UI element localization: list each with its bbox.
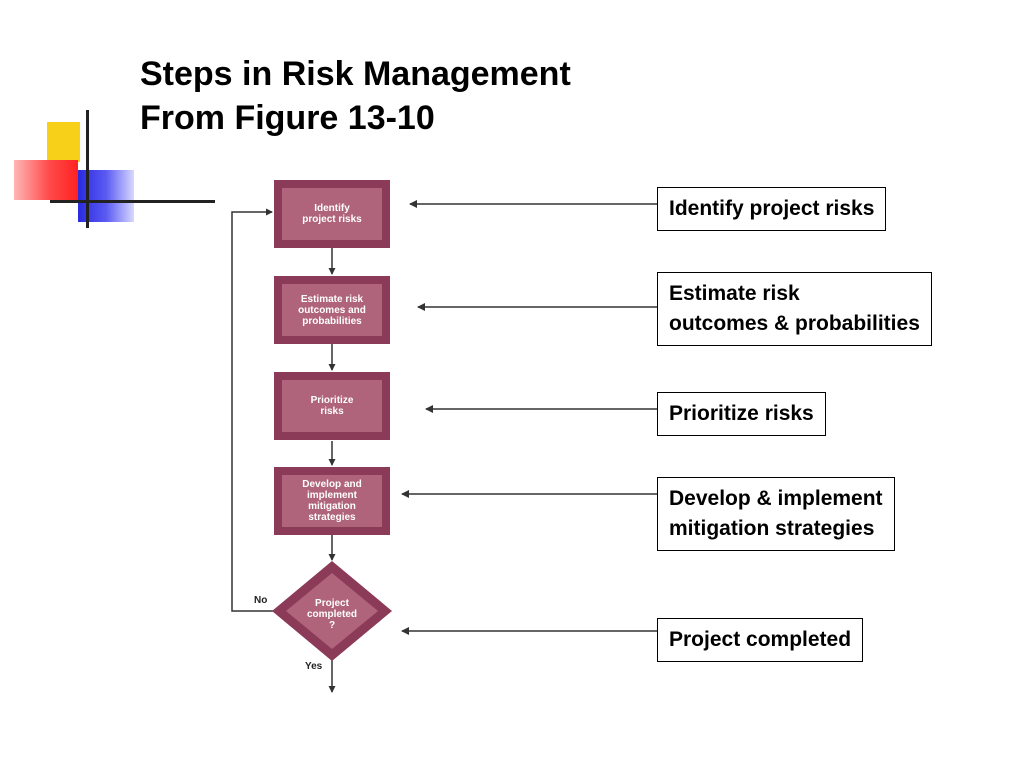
decision-label: Project completed ? (306, 598, 357, 631)
decision-diamond-inner (286, 573, 378, 649)
logo-vertical-line (86, 110, 89, 228)
flow-step-identify: Identify project risks (274, 180, 390, 248)
logo-horizontal-line (50, 200, 215, 203)
flow-step-estimate: Estimate risk outcomes and probabilities (274, 276, 390, 344)
logo-yellow-square (47, 122, 80, 162)
slide-title: Steps in Risk Management From Figure 13-… (140, 52, 571, 140)
decision-no-label: No (254, 595, 268, 606)
flow-loop-no (231, 208, 276, 612)
flow-step-develop: Develop and implement mitigation strateg… (274, 467, 390, 535)
flow-step-develop-label: Develop and implement mitigation strateg… (282, 475, 382, 527)
logo-red-block (14, 160, 78, 200)
label-prioritize-risks: Prioritize risks (657, 392, 826, 436)
flow-step-estimate-label: Estimate risk outcomes and probabilities (282, 284, 382, 336)
flow-step-identify-label: Identify project risks (282, 188, 382, 240)
label-identify-project-risks: Identify project risks (657, 187, 887, 231)
slide-title-line2: From Figure 13-10 (140, 99, 435, 137)
flow-step-prioritize: Prioritize risks (274, 372, 390, 440)
label-project-completed: Project completed (657, 618, 864, 662)
label-estimate-risk: Estimate risk outcomes & probabilities (657, 272, 932, 346)
decision-yes-label: Yes (305, 661, 323, 672)
label-develop-implement: Develop & implement mitigation strategie… (657, 477, 895, 551)
flow-step-prioritize-label: Prioritize risks (282, 380, 382, 432)
slide-title-line1: Steps in Risk Management (140, 55, 571, 93)
